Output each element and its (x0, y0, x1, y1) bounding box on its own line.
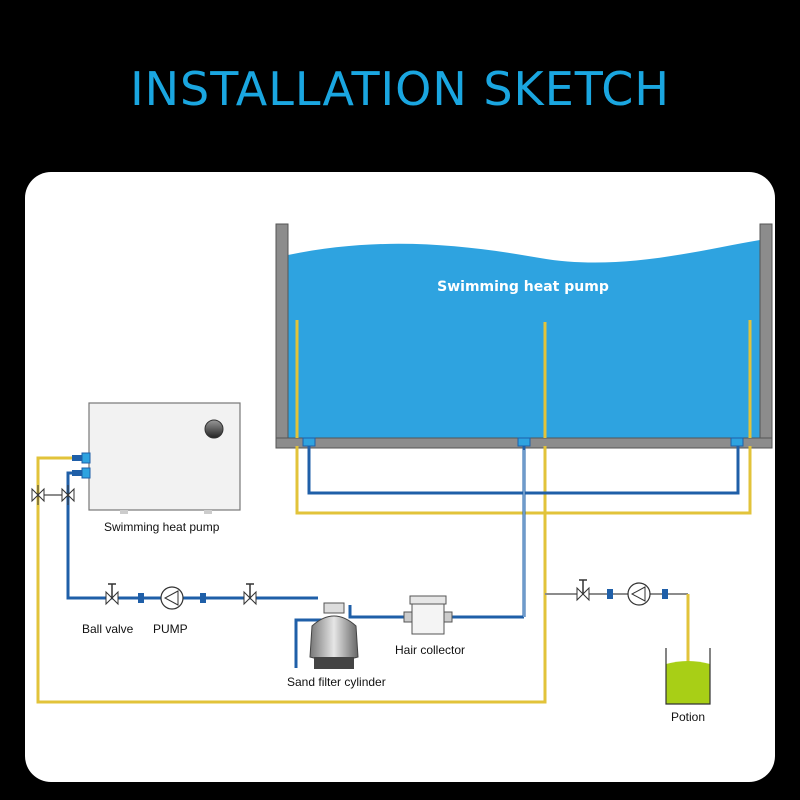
pool: Swimming heat pump (275, 223, 773, 449)
hair-collector: Hair collector (395, 595, 465, 657)
bypass-valve (31, 485, 75, 505)
ball-valve-label: Ball valve (82, 622, 134, 636)
ball-valve-2 (243, 583, 257, 606)
sand-filter-cylinder: Sand filter cylinder (287, 602, 386, 689)
pool-inlet-pipes (295, 320, 752, 438)
sand-filter-label: Sand filter cylinder (287, 675, 386, 689)
potion-line (545, 579, 690, 668)
heat-pump-display (204, 419, 224, 439)
potion-container: Potion (665, 648, 711, 724)
hair-collector-label: Hair collector (395, 643, 465, 657)
pump-label: PUMP (153, 622, 188, 636)
pipe-union-1 (138, 593, 144, 603)
potion-label: Potion (671, 710, 705, 724)
heat-pump-connectors (72, 452, 91, 479)
circulation-pump (160, 586, 184, 610)
potion-valve (576, 579, 590, 602)
pool-wall-left (275, 223, 289, 449)
heat-pump-label: Swimming heat pump (104, 520, 220, 534)
ball-valve-1 (105, 583, 119, 606)
heat-pump-unit: Swimming heat pump (72, 402, 241, 534)
pool-wall-right (759, 223, 773, 449)
pipe-union-2 (200, 593, 206, 603)
pool-water (288, 240, 760, 438)
page-title: INSTALLATION SKETCH (130, 62, 670, 116)
dosing-pump (627, 582, 651, 606)
pool-label: Swimming heat pump (437, 279, 609, 295)
